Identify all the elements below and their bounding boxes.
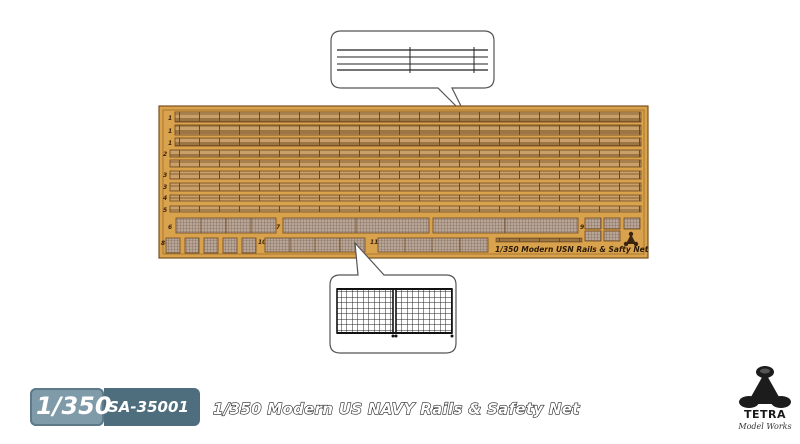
part-number: 2 (163, 151, 167, 158)
net-panel (165, 237, 181, 254)
part-number: 5 (163, 207, 167, 214)
tetra-logo-icon (739, 366, 791, 408)
rail-strip-1c (174, 137, 642, 147)
net-panel (184, 237, 200, 254)
net-detail-callout (329, 241, 457, 354)
part-number: 1 (168, 128, 172, 135)
part-number: 9 (580, 224, 584, 231)
part-number: 3 (163, 172, 167, 179)
net-panel (377, 237, 489, 253)
rail-strip-5 (169, 205, 642, 213)
part-number: 1 (168, 115, 172, 122)
fret-logo-icon (623, 231, 639, 247)
rail-strip-1a (174, 111, 642, 123)
part-number: 3 (163, 184, 167, 191)
product-title: 1/350 Modern US NAVY Rails & Safety Net (212, 399, 580, 418)
photo-etch-fret: 1 1 1 2 3 3 4 5 6 7 8 9 10 11 (158, 105, 649, 259)
part-number: 10 (258, 239, 266, 246)
net-panel (603, 230, 621, 242)
part-number: 11 (370, 239, 378, 246)
product-code-bar (104, 388, 200, 426)
rail-strip-3b (169, 182, 642, 192)
rail-strip-2b (169, 159, 642, 168)
rail-detail-callout (330, 30, 495, 117)
rail-strip-4 (169, 194, 642, 202)
net-panel (584, 217, 602, 230)
fret-title: 1/350 Modern USN Rails & Safty Net (495, 245, 649, 254)
product-code: SA-35001 (108, 398, 189, 416)
brand-name: TETRA (743, 408, 786, 421)
net-panel (623, 217, 641, 230)
scale-label: 1/350 (36, 392, 112, 420)
net-panel (584, 230, 602, 242)
net-panel (203, 237, 219, 254)
rail-strip-2a (169, 149, 642, 158)
part-number: 1 (168, 140, 172, 147)
scale-badge (30, 388, 104, 426)
brand-subtitle: Model Works (738, 422, 792, 431)
part-number: 7 (276, 224, 281, 231)
net-panel (222, 237, 238, 254)
rail-strip-3a (169, 170, 642, 180)
part-number: 6 (168, 224, 172, 231)
net-panel (432, 217, 579, 234)
rail-strip-1b (174, 124, 642, 136)
part-number: 4 (163, 195, 167, 202)
part-number: 8 (161, 240, 165, 247)
net-panel (603, 217, 621, 230)
net-panel (241, 237, 257, 254)
